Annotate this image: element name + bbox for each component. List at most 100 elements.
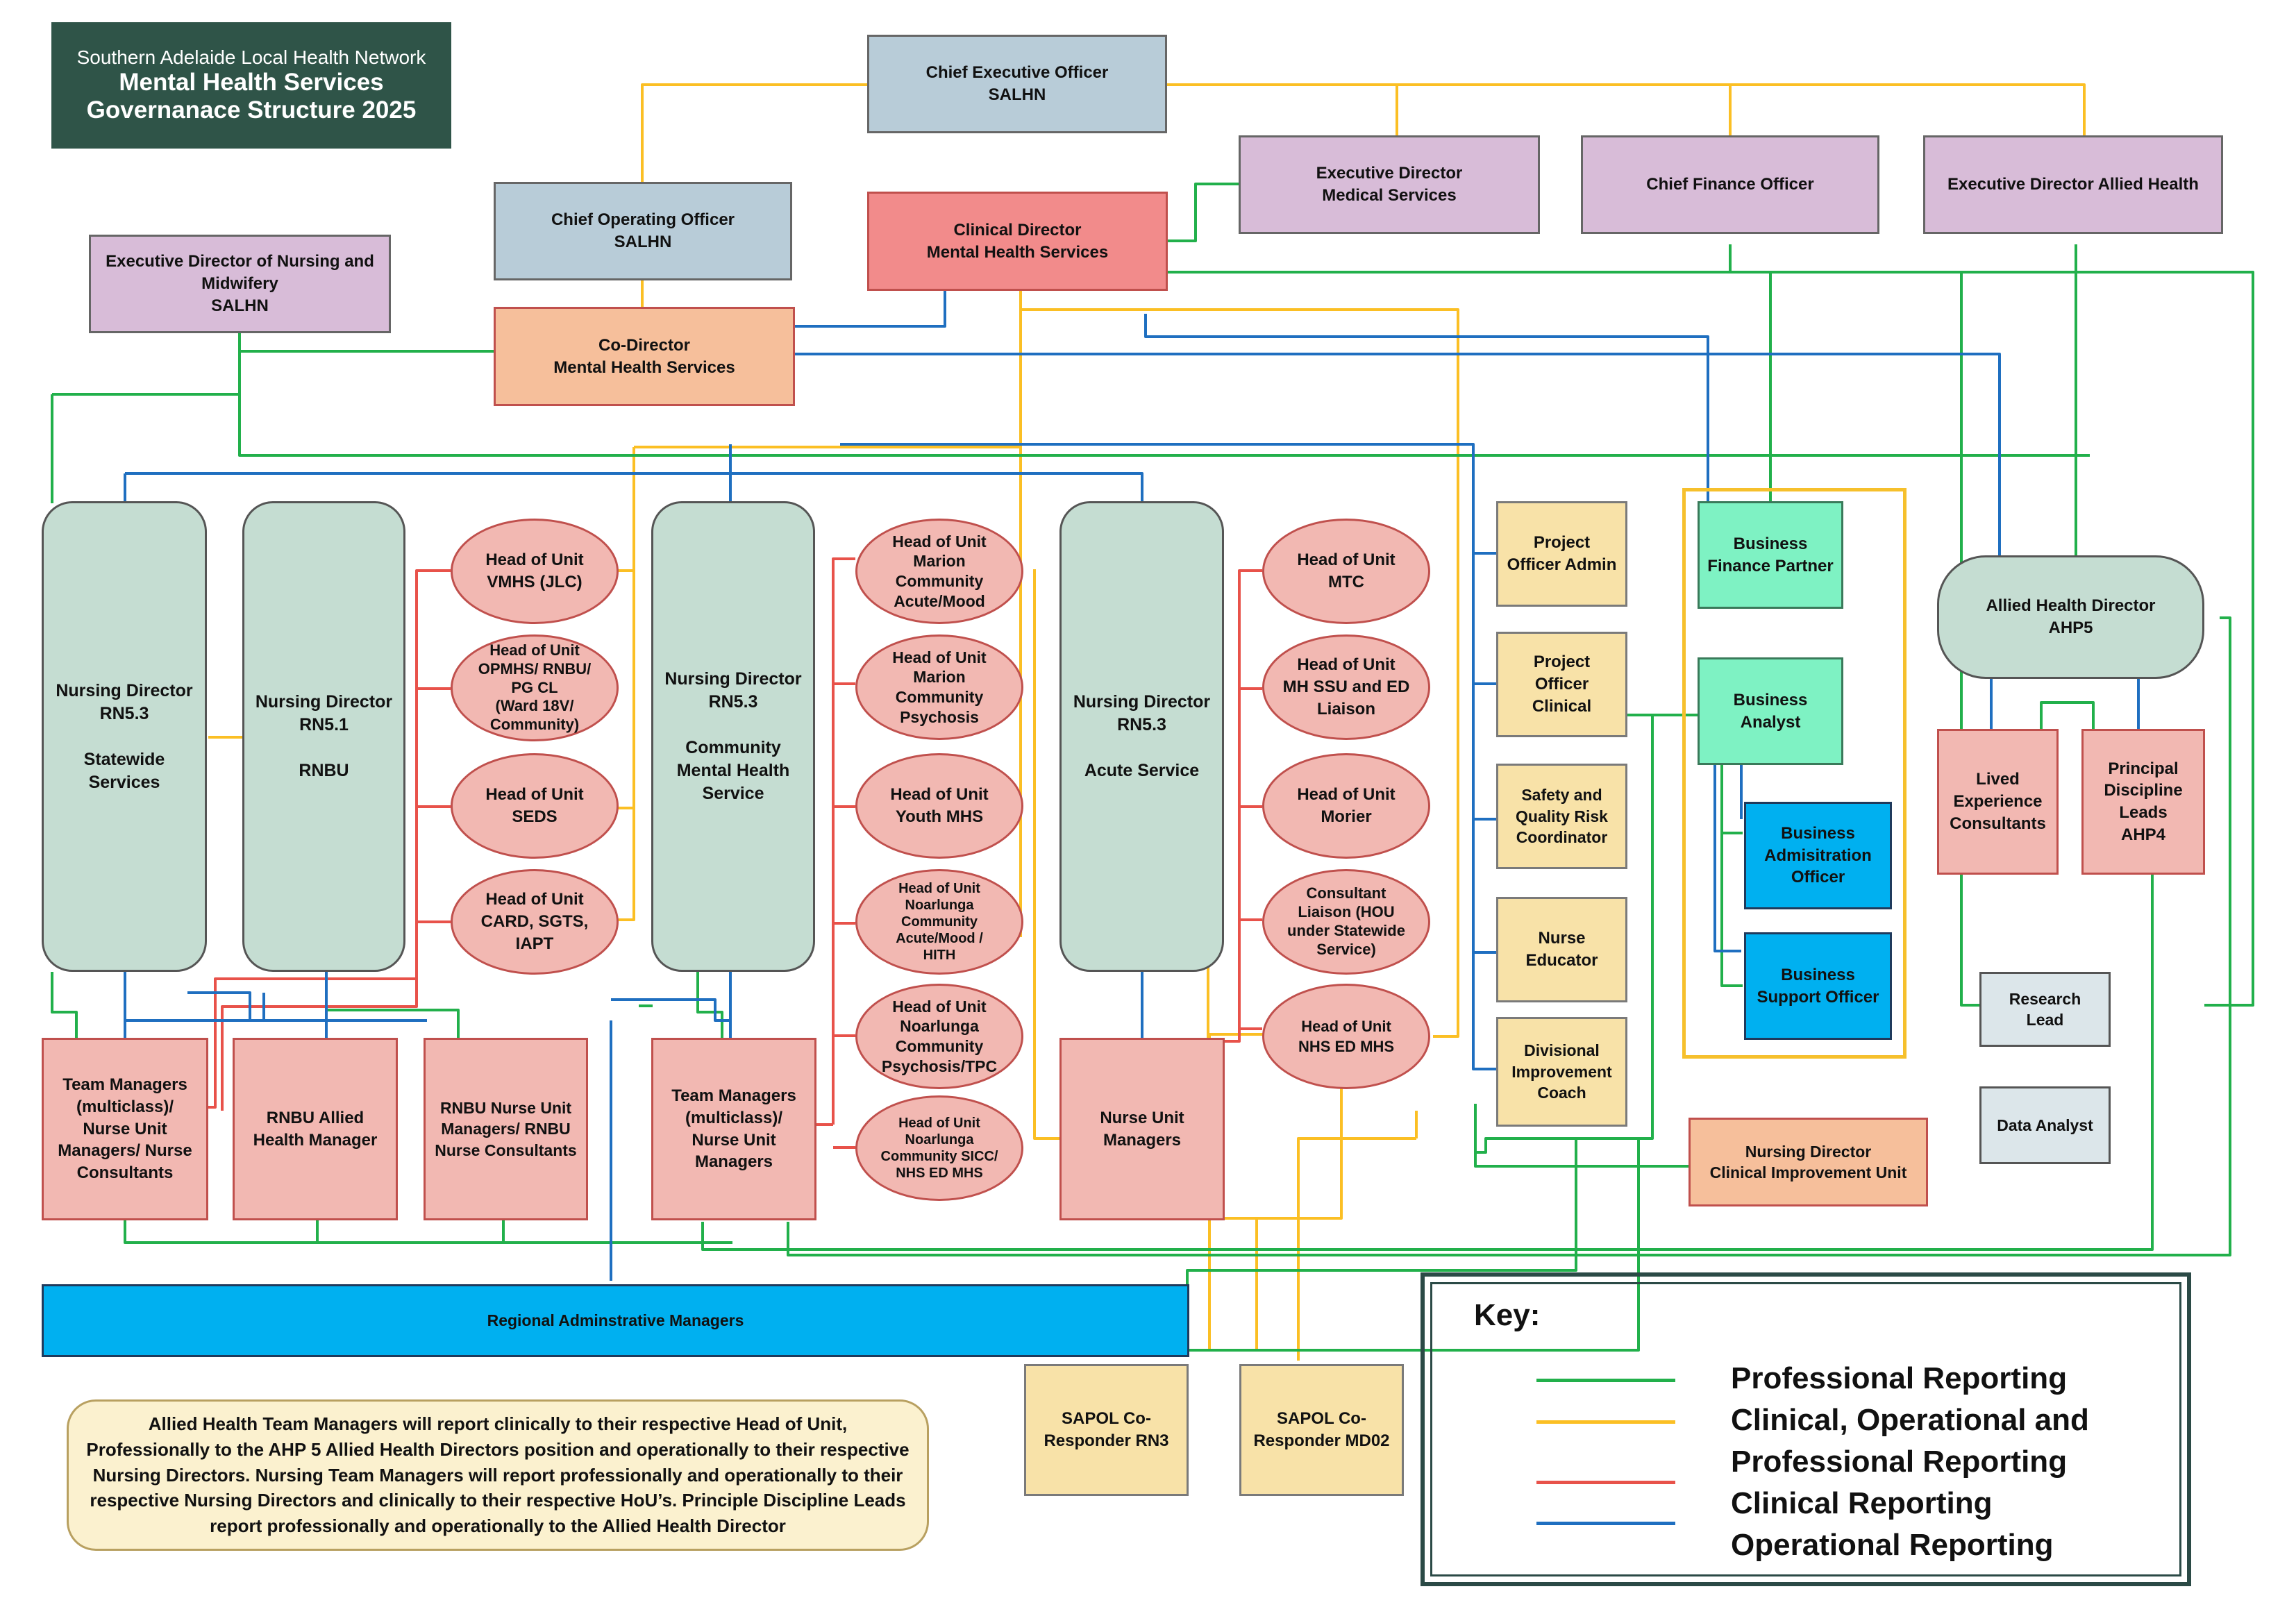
node-text-line: Data Analyst bbox=[1997, 1116, 2093, 1134]
node-text-line: Head of Unit bbox=[489, 641, 580, 659]
node-text-line: Nursing Director bbox=[664, 669, 802, 689]
legend-label-professional: Professional Reporting bbox=[1731, 1361, 2068, 1395]
node-text-line: SALHN bbox=[614, 233, 672, 251]
node-text-line: Educator bbox=[1525, 951, 1598, 970]
node-text-line: Divisional bbox=[1524, 1041, 1600, 1060]
legend-label-clinical-operational-1: Clinical, Operational and bbox=[1731, 1403, 2089, 1437]
node-text-line: Consultants bbox=[76, 1163, 174, 1182]
node-text-line: Nursing Director bbox=[1745, 1142, 1872, 1161]
node-text-line: Officer Admin bbox=[1507, 555, 1617, 574]
node-text-line: Mental Health bbox=[676, 761, 790, 780]
node-text-line: Managers/ RNBU bbox=[441, 1120, 571, 1138]
legend-swatch-professional bbox=[1536, 1379, 1675, 1382]
legend-title: Key: bbox=[1474, 1298, 1541, 1332]
node-text-line: Analyst bbox=[1740, 712, 1801, 732]
node-text-line: Acute Service bbox=[1084, 761, 1200, 780]
node-text-line: RN5.3 bbox=[1117, 715, 1166, 734]
node-text-line: Business bbox=[1781, 823, 1855, 843]
node-text-line: Officer bbox=[1534, 675, 1589, 694]
node-text-line: Quality Risk bbox=[1516, 807, 1608, 825]
node-text-line: Principal bbox=[2108, 759, 2179, 778]
title-banner: Southern Adelaide Local Health Network M… bbox=[51, 22, 451, 149]
node-exec-director-allied-health: Executive Director Allied Health bbox=[1923, 135, 2223, 234]
legend-inner-border: Key: Professional Reporting Clinical, Op… bbox=[1430, 1282, 2181, 1576]
node-text-line: SALHN bbox=[988, 85, 1046, 104]
finance-group-frame bbox=[1682, 488, 1907, 1059]
node-text-line: Midwifery bbox=[201, 274, 278, 294]
node-text-line: Improvement bbox=[1511, 1062, 1612, 1081]
node-text-line: Nurse Unit bbox=[692, 1130, 776, 1150]
node-text-line: Psychosis bbox=[900, 707, 979, 726]
node-text-line: Head of Unit bbox=[898, 881, 980, 896]
node-text-line: Nurse Unit bbox=[83, 1119, 167, 1138]
node-text-line: Executive Director Allied Health bbox=[1947, 175, 2199, 194]
node-text-line: Coordinator bbox=[1516, 828, 1608, 847]
node-text-line: Community bbox=[895, 1037, 984, 1055]
legend-swatch-clinical-operational bbox=[1536, 1420, 1675, 1424]
node-text-line: SEDS bbox=[512, 807, 558, 826]
node-text-line: (multiclass)/ bbox=[685, 1108, 783, 1127]
node-text-line: Clinical bbox=[1532, 696, 1592, 716]
node-text-line: Chief Finance Officer bbox=[1646, 175, 1814, 194]
node-text-line: Consultant bbox=[1306, 884, 1386, 902]
legend-label-operational: Operational Reporting bbox=[1731, 1528, 2054, 1562]
node-text-line: (multiclass)/ bbox=[76, 1097, 174, 1116]
node-text-line: RN5.1 bbox=[299, 715, 349, 734]
node-text-line: Clinical Director bbox=[953, 220, 1082, 239]
node-text-line: Marion bbox=[913, 552, 966, 571]
node-text-line: Noarlunga bbox=[905, 1132, 974, 1147]
node-text-line: Acute/Mood bbox=[894, 591, 985, 610]
chart-title-line-2: Governanace Structure 2025 bbox=[86, 96, 417, 124]
node-text-line: Project bbox=[1533, 653, 1591, 672]
node-text-line: Liaison (HOU bbox=[1298, 903, 1395, 921]
node-text-line: Head of Unit bbox=[898, 1116, 980, 1131]
legend-swatch-clinical bbox=[1536, 1481, 1675, 1484]
node-text-line: Allied Health Director bbox=[1986, 596, 2156, 616]
node-text-line: Business bbox=[1733, 534, 1808, 553]
node-sapol-rn3: SAPOL Co-Responder RN3 bbox=[1024, 1364, 1189, 1496]
node-text-line: Statewide bbox=[83, 749, 165, 769]
node-text-line: Community bbox=[895, 572, 984, 590]
node-text-line: MTC bbox=[1328, 573, 1364, 591]
node-text-line: HITH bbox=[923, 948, 956, 963]
node-text-line: SAPOL Co- bbox=[1277, 1409, 1366, 1429]
node-text-line: Lived bbox=[1976, 770, 2020, 789]
node-text-line bbox=[731, 714, 736, 737]
node-text-line: Service) bbox=[1316, 940, 1376, 958]
node-text-line: SAPOL Co- bbox=[1062, 1409, 1151, 1429]
node-text-line: Nurse bbox=[1538, 929, 1586, 948]
node-text-line: AHP5 bbox=[2048, 619, 2093, 637]
node-text-line: Head of Unit bbox=[1297, 655, 1396, 675]
node-text-line: (Ward 18V/ bbox=[495, 697, 574, 715]
node-text-line: Team Managers bbox=[62, 1075, 187, 1095]
node-text-line: Acute/Mood / bbox=[896, 931, 983, 946]
node-text-line: Consultants bbox=[1950, 814, 2046, 833]
legend-swatch-operational bbox=[1536, 1522, 1675, 1525]
legend: Key: Professional Reporting Clinical, Op… bbox=[1421, 1272, 2191, 1586]
node-text-line: Business bbox=[1733, 690, 1808, 709]
node-text-line: Managers bbox=[694, 1152, 773, 1172]
